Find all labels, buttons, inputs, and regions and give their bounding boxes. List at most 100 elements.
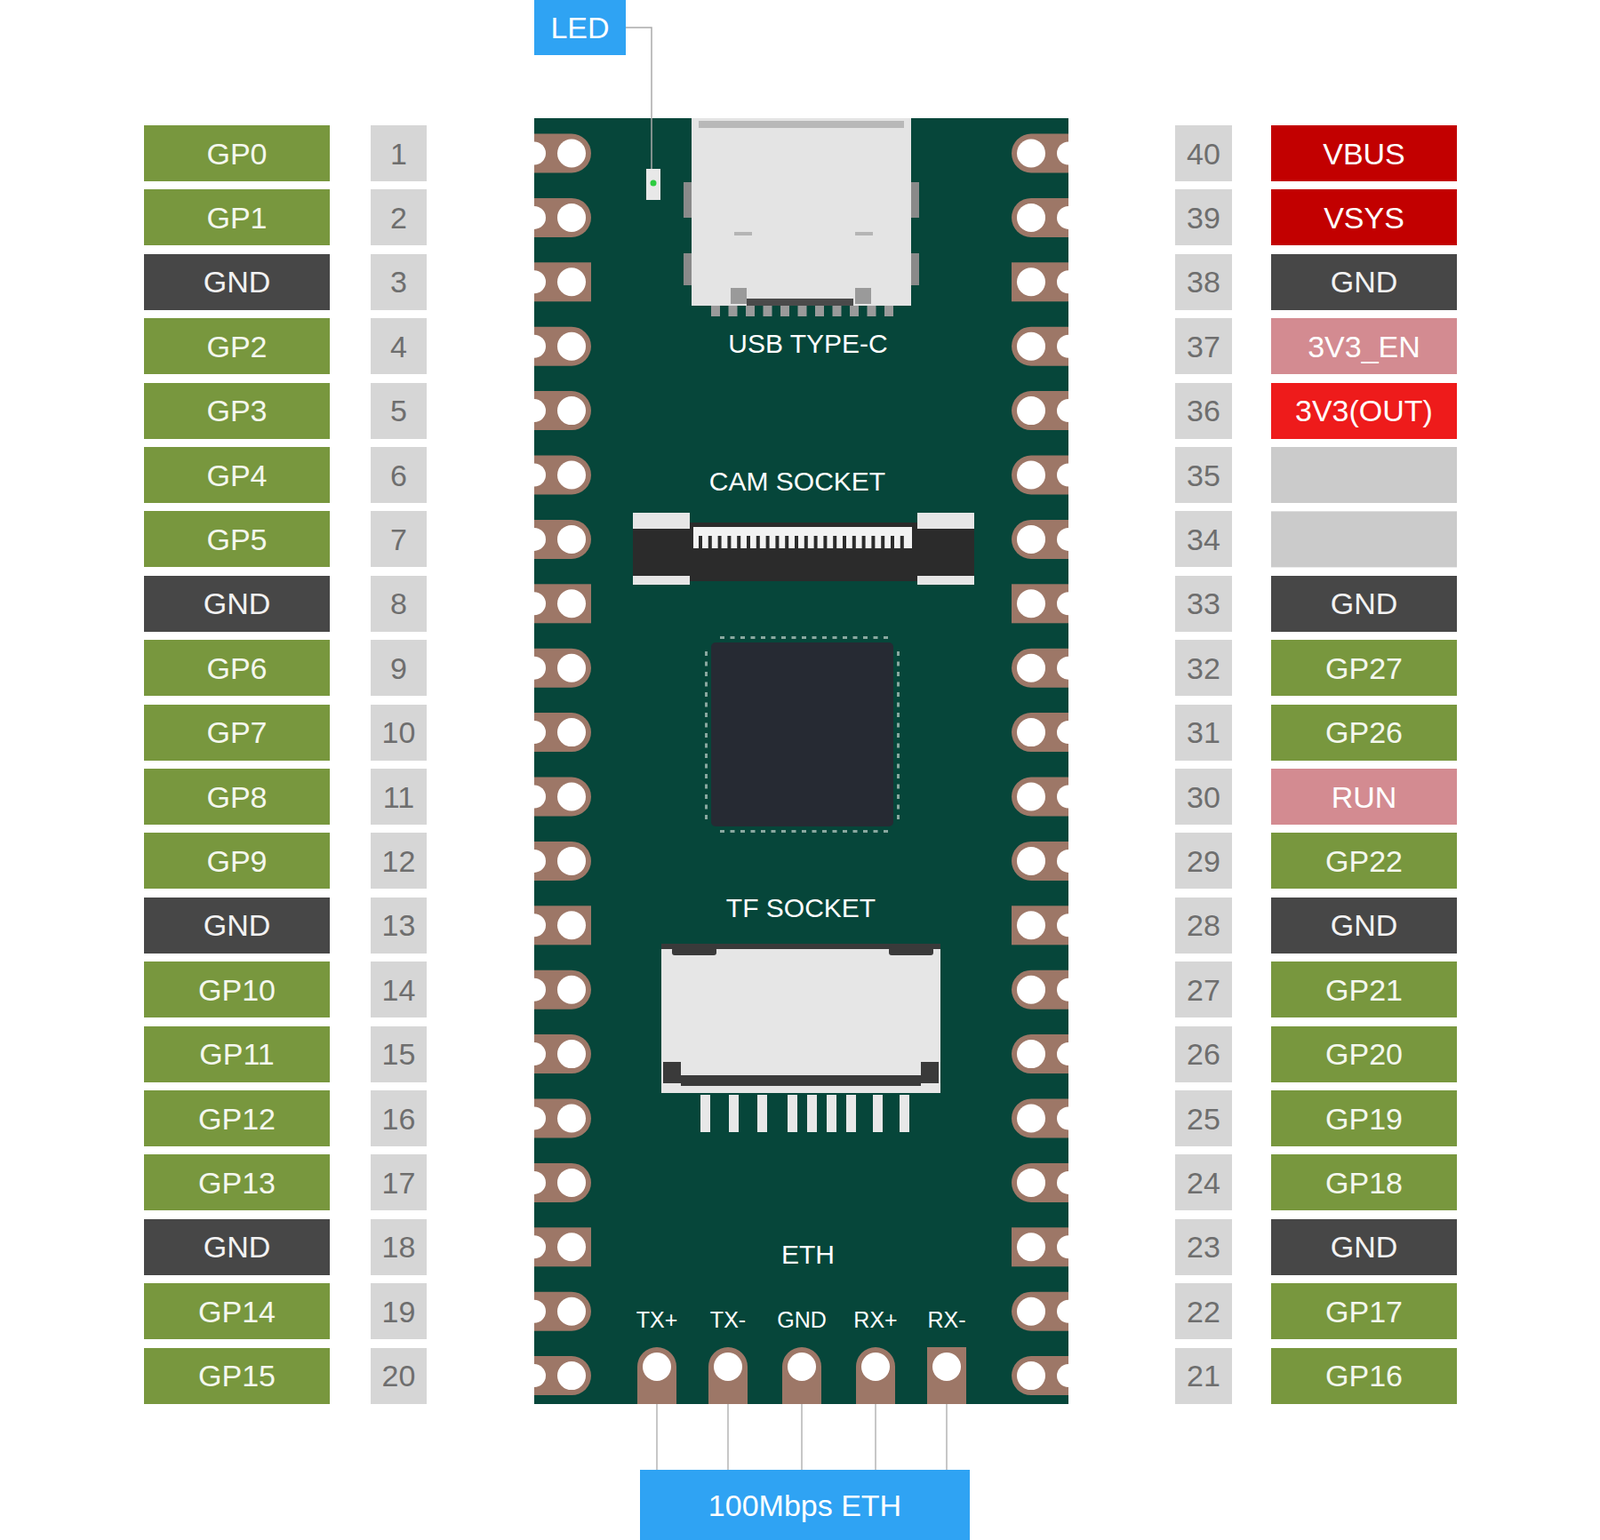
cam-tooth bbox=[852, 536, 856, 549]
tf-body bbox=[661, 944, 941, 1094]
node-text: GND bbox=[1330, 266, 1399, 297]
pad-hole bbox=[1016, 847, 1046, 876]
cam-tooth bbox=[756, 536, 760, 549]
chip bbox=[704, 636, 900, 833]
node-text: GP10 bbox=[198, 975, 276, 1006]
pad-hole bbox=[1016, 203, 1046, 232]
cam-tooth bbox=[718, 536, 722, 549]
node-text: 10 bbox=[382, 717, 416, 748]
pin-label: GND bbox=[1271, 254, 1457, 311]
node-text: 25 bbox=[1186, 1104, 1221, 1135]
castellation bbox=[522, 206, 546, 230]
cam-tooth bbox=[804, 536, 808, 549]
node-text: GP5 bbox=[206, 524, 267, 555]
pad-hole bbox=[557, 589, 586, 618]
pin-label: GP16 bbox=[1271, 1348, 1457, 1405]
part-label: ETH bbox=[781, 1241, 835, 1269]
pin-number: 34 bbox=[1175, 511, 1232, 568]
castellation bbox=[1056, 1042, 1080, 1066]
pad-hole bbox=[557, 267, 586, 296]
castellation bbox=[522, 1042, 546, 1066]
pin-label: GP27 bbox=[1271, 640, 1457, 696]
node-text: GP27 bbox=[1325, 653, 1403, 684]
node-text: 3 bbox=[390, 266, 408, 297]
node-text: GND bbox=[203, 1232, 272, 1263]
castellation bbox=[1056, 270, 1080, 294]
tf-pin bbox=[700, 1095, 711, 1133]
node-text: 5 bbox=[390, 395, 408, 426]
pin-label: GP11 bbox=[144, 1026, 330, 1083]
pin-label: 3V3(OUT) bbox=[1271, 383, 1457, 440]
pin-label: GND bbox=[1271, 576, 1457, 632]
castellation bbox=[522, 399, 546, 423]
chip-pin bbox=[896, 703, 900, 708]
pin-number: 38 bbox=[1175, 254, 1232, 311]
usb-tab bbox=[683, 182, 693, 218]
cam-end bbox=[917, 512, 975, 529]
pin-label: GP18 bbox=[1271, 1154, 1457, 1211]
node-text: VSYS bbox=[1323, 202, 1405, 233]
tf-pin bbox=[846, 1095, 856, 1133]
chip-pin bbox=[730, 636, 736, 640]
pad-hole bbox=[1016, 1104, 1046, 1134]
pad-hole bbox=[1016, 1232, 1046, 1262]
chip-pin bbox=[853, 830, 858, 833]
round-pad bbox=[856, 1347, 896, 1405]
cam-tooth bbox=[775, 536, 779, 549]
node-text: 8 bbox=[390, 588, 408, 619]
part-label: TF SOCKET bbox=[726, 895, 876, 922]
empty-pin-box bbox=[1271, 447, 1457, 504]
pad-hole bbox=[1016, 1297, 1046, 1327]
node-text: GP26 bbox=[1325, 717, 1403, 748]
chip-pin bbox=[760, 830, 766, 833]
round-pad bbox=[782, 1347, 822, 1405]
pin-number: 6 bbox=[370, 447, 427, 504]
castellation bbox=[1056, 142, 1080, 166]
empty-pin-box bbox=[1271, 511, 1457, 568]
signal-label: TX+ bbox=[636, 1309, 679, 1332]
chip-pin bbox=[720, 636, 725, 640]
pin-label: VBUS bbox=[1271, 125, 1457, 182]
cam-contacts bbox=[693, 527, 912, 549]
node-text: GP14 bbox=[198, 1296, 276, 1328]
castellation bbox=[522, 978, 546, 1002]
pin-number: 3 bbox=[370, 254, 427, 311]
castellation bbox=[1056, 1235, 1080, 1259]
pin-number: 28 bbox=[1175, 897, 1232, 954]
pad-hole bbox=[557, 847, 586, 876]
pin-label: GND bbox=[144, 254, 330, 311]
pin-number: 31 bbox=[1175, 704, 1232, 761]
cam-tooth bbox=[862, 536, 866, 549]
pin-label: GP10 bbox=[144, 961, 330, 1018]
pin-label: GP14 bbox=[144, 1283, 330, 1340]
pin-number: 25 bbox=[1175, 1090, 1232, 1147]
castellation bbox=[1056, 656, 1080, 680]
pin-label: VSYS bbox=[1271, 189, 1457, 246]
chip-pin bbox=[832, 830, 838, 833]
pad-hole bbox=[1016, 654, 1046, 683]
castellation bbox=[1056, 399, 1080, 423]
castellation bbox=[522, 335, 546, 359]
chip-pin bbox=[704, 672, 708, 677]
pin-number: 17 bbox=[370, 1154, 427, 1211]
chip-body bbox=[711, 642, 894, 827]
node-text: GP8 bbox=[206, 782, 267, 813]
pin-label: 3V3_EN bbox=[1271, 318, 1457, 375]
castellation bbox=[1056, 1171, 1080, 1195]
pad-hole bbox=[1016, 396, 1046, 425]
signal-label: RX+ bbox=[853, 1309, 897, 1332]
node-text: 20 bbox=[382, 1360, 416, 1392]
pad-hole bbox=[557, 1040, 586, 1069]
chip-pin bbox=[896, 805, 900, 810]
node-text: GP3 bbox=[206, 395, 267, 426]
cam-end bbox=[632, 576, 690, 585]
castellation bbox=[522, 1107, 546, 1131]
chip-pin bbox=[704, 753, 708, 759]
pin-number: 30 bbox=[1175, 768, 1232, 825]
pin-number: 35 bbox=[1175, 447, 1232, 504]
chip-pin bbox=[896, 712, 900, 718]
tf-corner bbox=[672, 947, 717, 956]
tf-strip bbox=[680, 1075, 921, 1087]
chip-pin bbox=[801, 636, 807, 640]
chip-pin bbox=[704, 784, 708, 790]
